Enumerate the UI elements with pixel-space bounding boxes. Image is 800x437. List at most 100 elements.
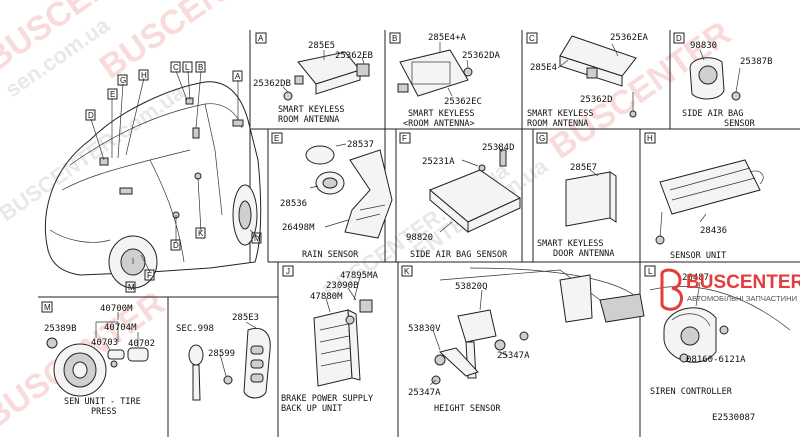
part-40700m: 40700M: [100, 304, 133, 314]
section-h: 28436 SENSOR UNIT: [655, 159, 764, 261]
section-f: 25384D 25231A 98820 SIDE AIR BAG SENSOR: [406, 143, 521, 260]
section-c-title-line2: ROOM ANTENNA: [527, 119, 588, 129]
part-25347a-lower: 25347A: [408, 388, 441, 398]
section-d-title-line2: SENSOR: [724, 119, 756, 129]
part-28436: 28436: [700, 226, 727, 236]
section-k-title: HEIGHT SENSOR: [434, 404, 501, 414]
section-j-title-line2: BACK UP UNIT: [281, 404, 342, 414]
part-08160-6121a: 08160-6121A: [686, 355, 746, 365]
section-g-title-line1: SMART KEYLESS: [537, 239, 604, 249]
part-285e7: 285E7: [570, 163, 597, 173]
part-47895ma: 47895MA: [340, 271, 379, 281]
part-53830v: 53830V: [408, 324, 441, 334]
section-letters: A B C D E F G H J K L M: [41, 32, 685, 313]
section-h-title: SENSOR UNIT: [670, 251, 726, 261]
section-letter-b: B: [392, 34, 397, 43]
section-j-title-line1: BRAKE POWER SUPPLY: [281, 394, 373, 404]
section-letter-m: M: [44, 303, 51, 312]
section-c-title-line1: SMART KEYLESS: [527, 109, 594, 119]
section-letter-f: F: [402, 134, 407, 143]
buscenter-logo: BUSCENTER АВТОМОБІЛЬНІ ЗАПЧАСТИНИ: [660, 268, 800, 311]
callout-d2: D: [173, 241, 179, 250]
section-c: 25362EA 285E4 25362D SMART KEYLESS ROOM …: [527, 33, 649, 129]
section-b: 285E4+A 25362DA 25362EC SMART KEYLESS <R…: [397, 33, 501, 129]
part-25231a: 25231A: [422, 157, 455, 167]
part-25384d: 25384D: [482, 143, 515, 153]
section-a-title-line1: SMART KEYLESS: [278, 105, 345, 115]
section-k: 53820Q 53830V 25347A 25347A HEIGHT SENSO…: [408, 267, 645, 414]
section-letter-j: J: [286, 267, 290, 276]
section-letter-k: K: [404, 267, 410, 276]
section-letter-g: G: [539, 134, 545, 143]
logo-tagline: АВТОМОБІЛЬНІ ЗАПЧАСТИНИ: [687, 294, 797, 303]
part-25362eb: 25362EB: [335, 51, 373, 61]
part-40703: 40703: [91, 338, 118, 348]
section-a-title-line2: ROOM ANTENNA: [278, 115, 339, 125]
section-b-title-line1: SMART KEYLESS: [408, 109, 475, 119]
part-25362ea: 25362EA: [610, 33, 649, 43]
part-98820: 98820: [406, 233, 433, 243]
part-25347a-upper: 25347A: [497, 351, 530, 361]
section-e-title: RAIN SENSOR: [302, 250, 359, 260]
section-m: 40700M 40704M 25389B 40703 40702 SEN UNI…: [44, 304, 155, 417]
section-letter-d: D: [676, 34, 682, 43]
callout-a: A: [235, 72, 241, 81]
part-25389b: 25389B: [44, 324, 77, 334]
part-285e5: 285E5: [308, 41, 335, 51]
section-d-title-line1: SIDE AIR BAG: [682, 109, 743, 119]
section-b-title-line2: <ROOM ANTENNA>: [403, 119, 475, 129]
diagram-code: E2530087: [712, 413, 755, 423]
part-25362ec: 25362EC: [444, 97, 482, 107]
section-g-title-line2: DOOR ANTENNA: [553, 249, 614, 259]
section-m-title-line1: SEN UNIT - TIRE: [64, 397, 141, 407]
logo-brand-name: BUSCENTER: [686, 272, 800, 293]
section-g: 285E7 SMART KEYLESS DOOR ANTENNA: [537, 163, 617, 259]
part-47880m: 47880M: [310, 292, 343, 302]
part-285e4a: 285E4+A: [428, 33, 467, 43]
watermark-text: BUSCENTER.com.ua: [0, 79, 190, 226]
section-d: 98830 25387B SIDE AIR BAG SENSOR: [682, 41, 773, 129]
callout-d: D: [88, 111, 94, 120]
part-28537: 28537: [347, 140, 374, 150]
section-letter-c: C: [529, 34, 535, 43]
section-letter-e: E: [274, 134, 279, 143]
part-285e4: 285E4: [530, 63, 557, 73]
callout-l: L: [185, 63, 190, 72]
callout-e: E: [110, 90, 115, 99]
part-40704m: 40704M: [104, 323, 137, 333]
part-25362db: 25362DB: [253, 79, 291, 89]
panel-grid: [38, 30, 800, 437]
part-23090b: 23090B: [326, 281, 359, 291]
section-l-title: SIREN CONTROLLER: [650, 387, 733, 397]
section-letter-l: L: [648, 267, 653, 276]
section-e: 28537 28536 26498M RAIN SENSOR: [280, 140, 393, 260]
callout-m2: M: [254, 234, 261, 243]
callout-m: M: [128, 283, 135, 292]
section-l: 28487 08160-6121A SIREN CONTROLLER E2530…: [649, 273, 791, 423]
part-25362d: 25362D: [580, 95, 613, 105]
part-98830: 98830: [690, 41, 717, 51]
callout-h: H: [141, 71, 147, 80]
callout-b: B: [198, 63, 203, 72]
section-a: 285E5 25362EB 25362DB SMART KEYLESS ROOM…: [253, 41, 373, 125]
callout-f: F: [147, 271, 152, 280]
part-53820q: 53820Q: [455, 282, 488, 292]
callout-g: G: [120, 76, 126, 85]
part-40702: 40702: [128, 339, 155, 349]
part-25362da: 25362DA: [462, 51, 501, 61]
vehicle-callouts: D E G H C L B A F D K M M: [85, 61, 262, 293]
section-m-title-line2: PRESS: [91, 407, 117, 417]
section-letter-h: H: [647, 134, 653, 143]
part-28487: 28487: [682, 273, 709, 283]
section-f-title: SIDE AIR BAG SENSOR: [410, 250, 508, 260]
part-26498m: 26498M: [282, 223, 315, 233]
part-25387b: 25387B: [740, 57, 773, 67]
section-key: SEC.998 285E3 28599: [176, 313, 271, 401]
key-ref: SEC.998: [176, 324, 214, 334]
callout-c: C: [173, 63, 179, 72]
section-j: 47895MA 23090B 47880M BRAKE POWER SUPPLY…: [281, 271, 379, 414]
callout-k: K: [198, 229, 204, 238]
section-letter-a: A: [258, 34, 264, 43]
part-28536: 28536: [280, 199, 307, 209]
